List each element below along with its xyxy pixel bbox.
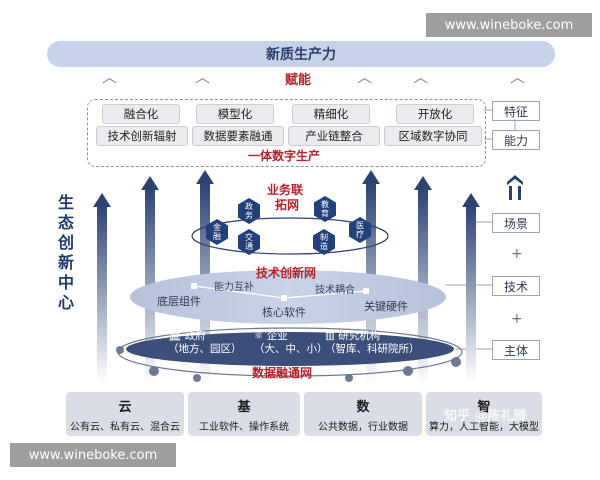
characteristics-box — [87, 99, 486, 167]
grid-cell: 数据要素融通 — [192, 126, 284, 146]
gov-subject: 🏛 政府 （地方、园区） — [168, 330, 242, 355]
grid-cell: 产业链整合 — [288, 126, 380, 146]
enterprise-subject: ⚛ 企业 （大、中、小） — [254, 330, 328, 355]
atom-icon: ⚛ — [254, 330, 264, 342]
manufacture-hex: 制造 — [313, 229, 335, 255]
government-icon: 🏛 — [168, 330, 182, 342]
arrow-up-icon — [462, 193, 480, 383]
foundation-intelligence: 智 算力，人工智能，大模型 — [426, 392, 542, 436]
key-hardware-label: 关键硬件 — [364, 300, 408, 313]
grid-cell: 开放化 — [396, 104, 474, 124]
digital-production-caption: 一体数字生产 — [248, 149, 321, 163]
grid-cell: 融合化 — [102, 104, 180, 124]
transport-hex: 交通 — [238, 229, 260, 255]
capability-sharing-label: 能力互补 — [214, 282, 254, 293]
tech-tag: 技术 — [492, 276, 540, 296]
productivity-band: 新质生产力 — [47, 41, 555, 67]
arrow-up-icon — [93, 193, 111, 383]
foundation-cloud: 云 公有云、私有云、混合云 — [66, 392, 184, 436]
empower-label: 赋能 — [285, 73, 312, 88]
data-net-title: 数据融通网 — [252, 366, 313, 380]
scene-tag: 场景 — [492, 213, 540, 233]
edu-hex: 教育 — [314, 196, 336, 222]
plus-sign: + — [511, 311, 523, 327]
chevron-up-icon: ︿ — [413, 68, 429, 86]
watermark-bottom: www.wineboke.com — [10, 443, 176, 467]
capability-tag: 能力 — [492, 130, 540, 150]
medical-hex: 医疗 — [349, 217, 371, 243]
plus-sign: + — [511, 246, 523, 262]
chevron-up-icon: ︿ — [510, 68, 526, 86]
chevron-up-icon: ︿ — [357, 68, 373, 86]
finance-hex: 金融 — [206, 219, 228, 245]
foundation-base: 基 工业软件、操作系统 — [188, 392, 300, 436]
source-credit: 知乎 @陈礼腾 — [444, 409, 527, 424]
grid-cell: 模型化 — [196, 104, 274, 124]
foundation-data: 数 公共数据，行业数据 — [304, 392, 422, 436]
gov-hex: 政务 — [238, 198, 260, 224]
bar-chart-icon: ▥ — [325, 330, 335, 342]
grid-cell: 精细化 — [292, 104, 370, 124]
institute-subject: ▥ 研究机构 （智库、科研院所） — [325, 330, 420, 355]
watermark-top: www.wineboke.com — [426, 13, 592, 37]
core-software-label: 核心软件 — [262, 306, 306, 319]
grid-cell: 技术创新辐射 — [96, 126, 188, 146]
grid-cell: 区域数字协同 — [384, 126, 482, 146]
chevron-up-icon: ︿ — [102, 68, 118, 86]
chevron-up-icon: ︿ — [195, 68, 211, 86]
subject-tag: 主体 — [492, 340, 540, 360]
tech-net-title: 技术创新网 — [256, 266, 317, 280]
business-net-title: 业务联 拓网 — [267, 183, 304, 212]
ecosystem-vertical-title: 生 态 创 新 中 心 — [57, 193, 74, 312]
tech-coupling-label: 技术耦合 — [315, 285, 355, 296]
base-component-label: 底层组件 — [157, 295, 201, 308]
feature-tag: 特征 — [492, 101, 540, 121]
